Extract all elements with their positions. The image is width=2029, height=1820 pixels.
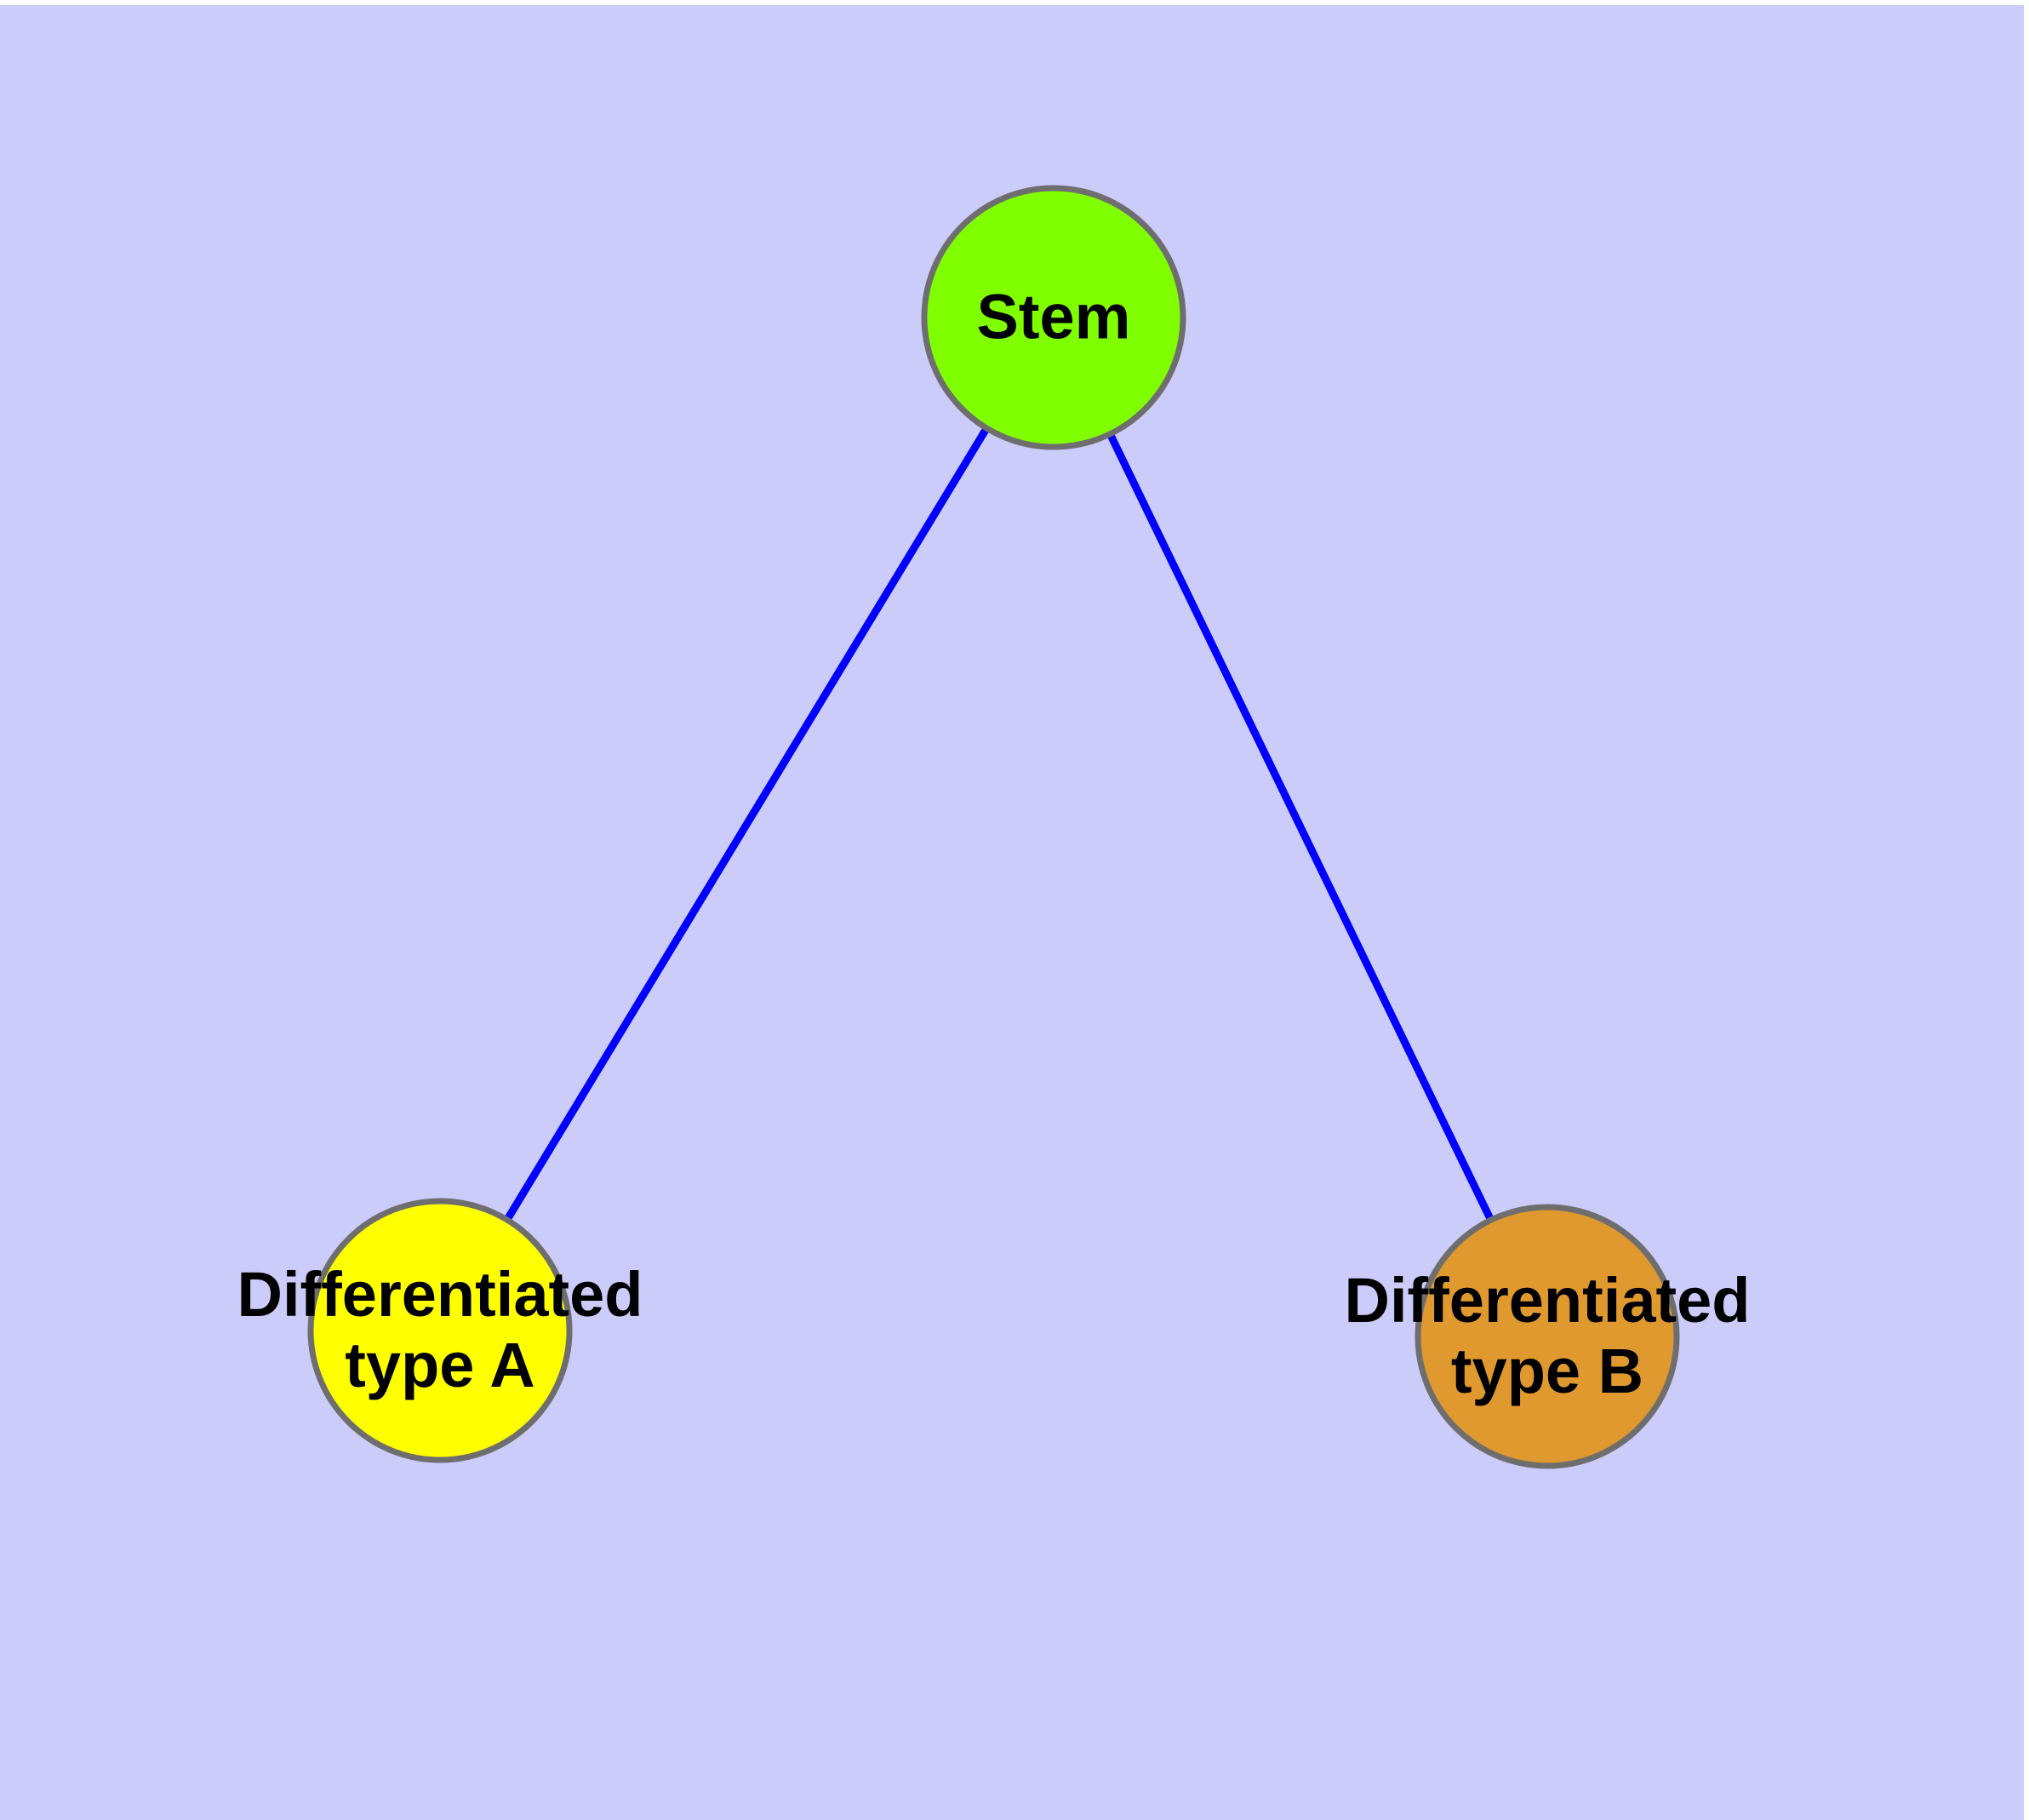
- edge-stem-to-b[interactable]: [1107, 433, 1494, 1221]
- node-circle-stem[interactable]: [921, 185, 1186, 450]
- edges-group: [504, 427, 1494, 1221]
- node-circle-diff_a[interactable]: [307, 1198, 573, 1463]
- nodes-group: [307, 185, 1680, 1469]
- node-circle-diff_b[interactable]: [1415, 1204, 1680, 1469]
- edge-stem-to-a[interactable]: [504, 427, 990, 1221]
